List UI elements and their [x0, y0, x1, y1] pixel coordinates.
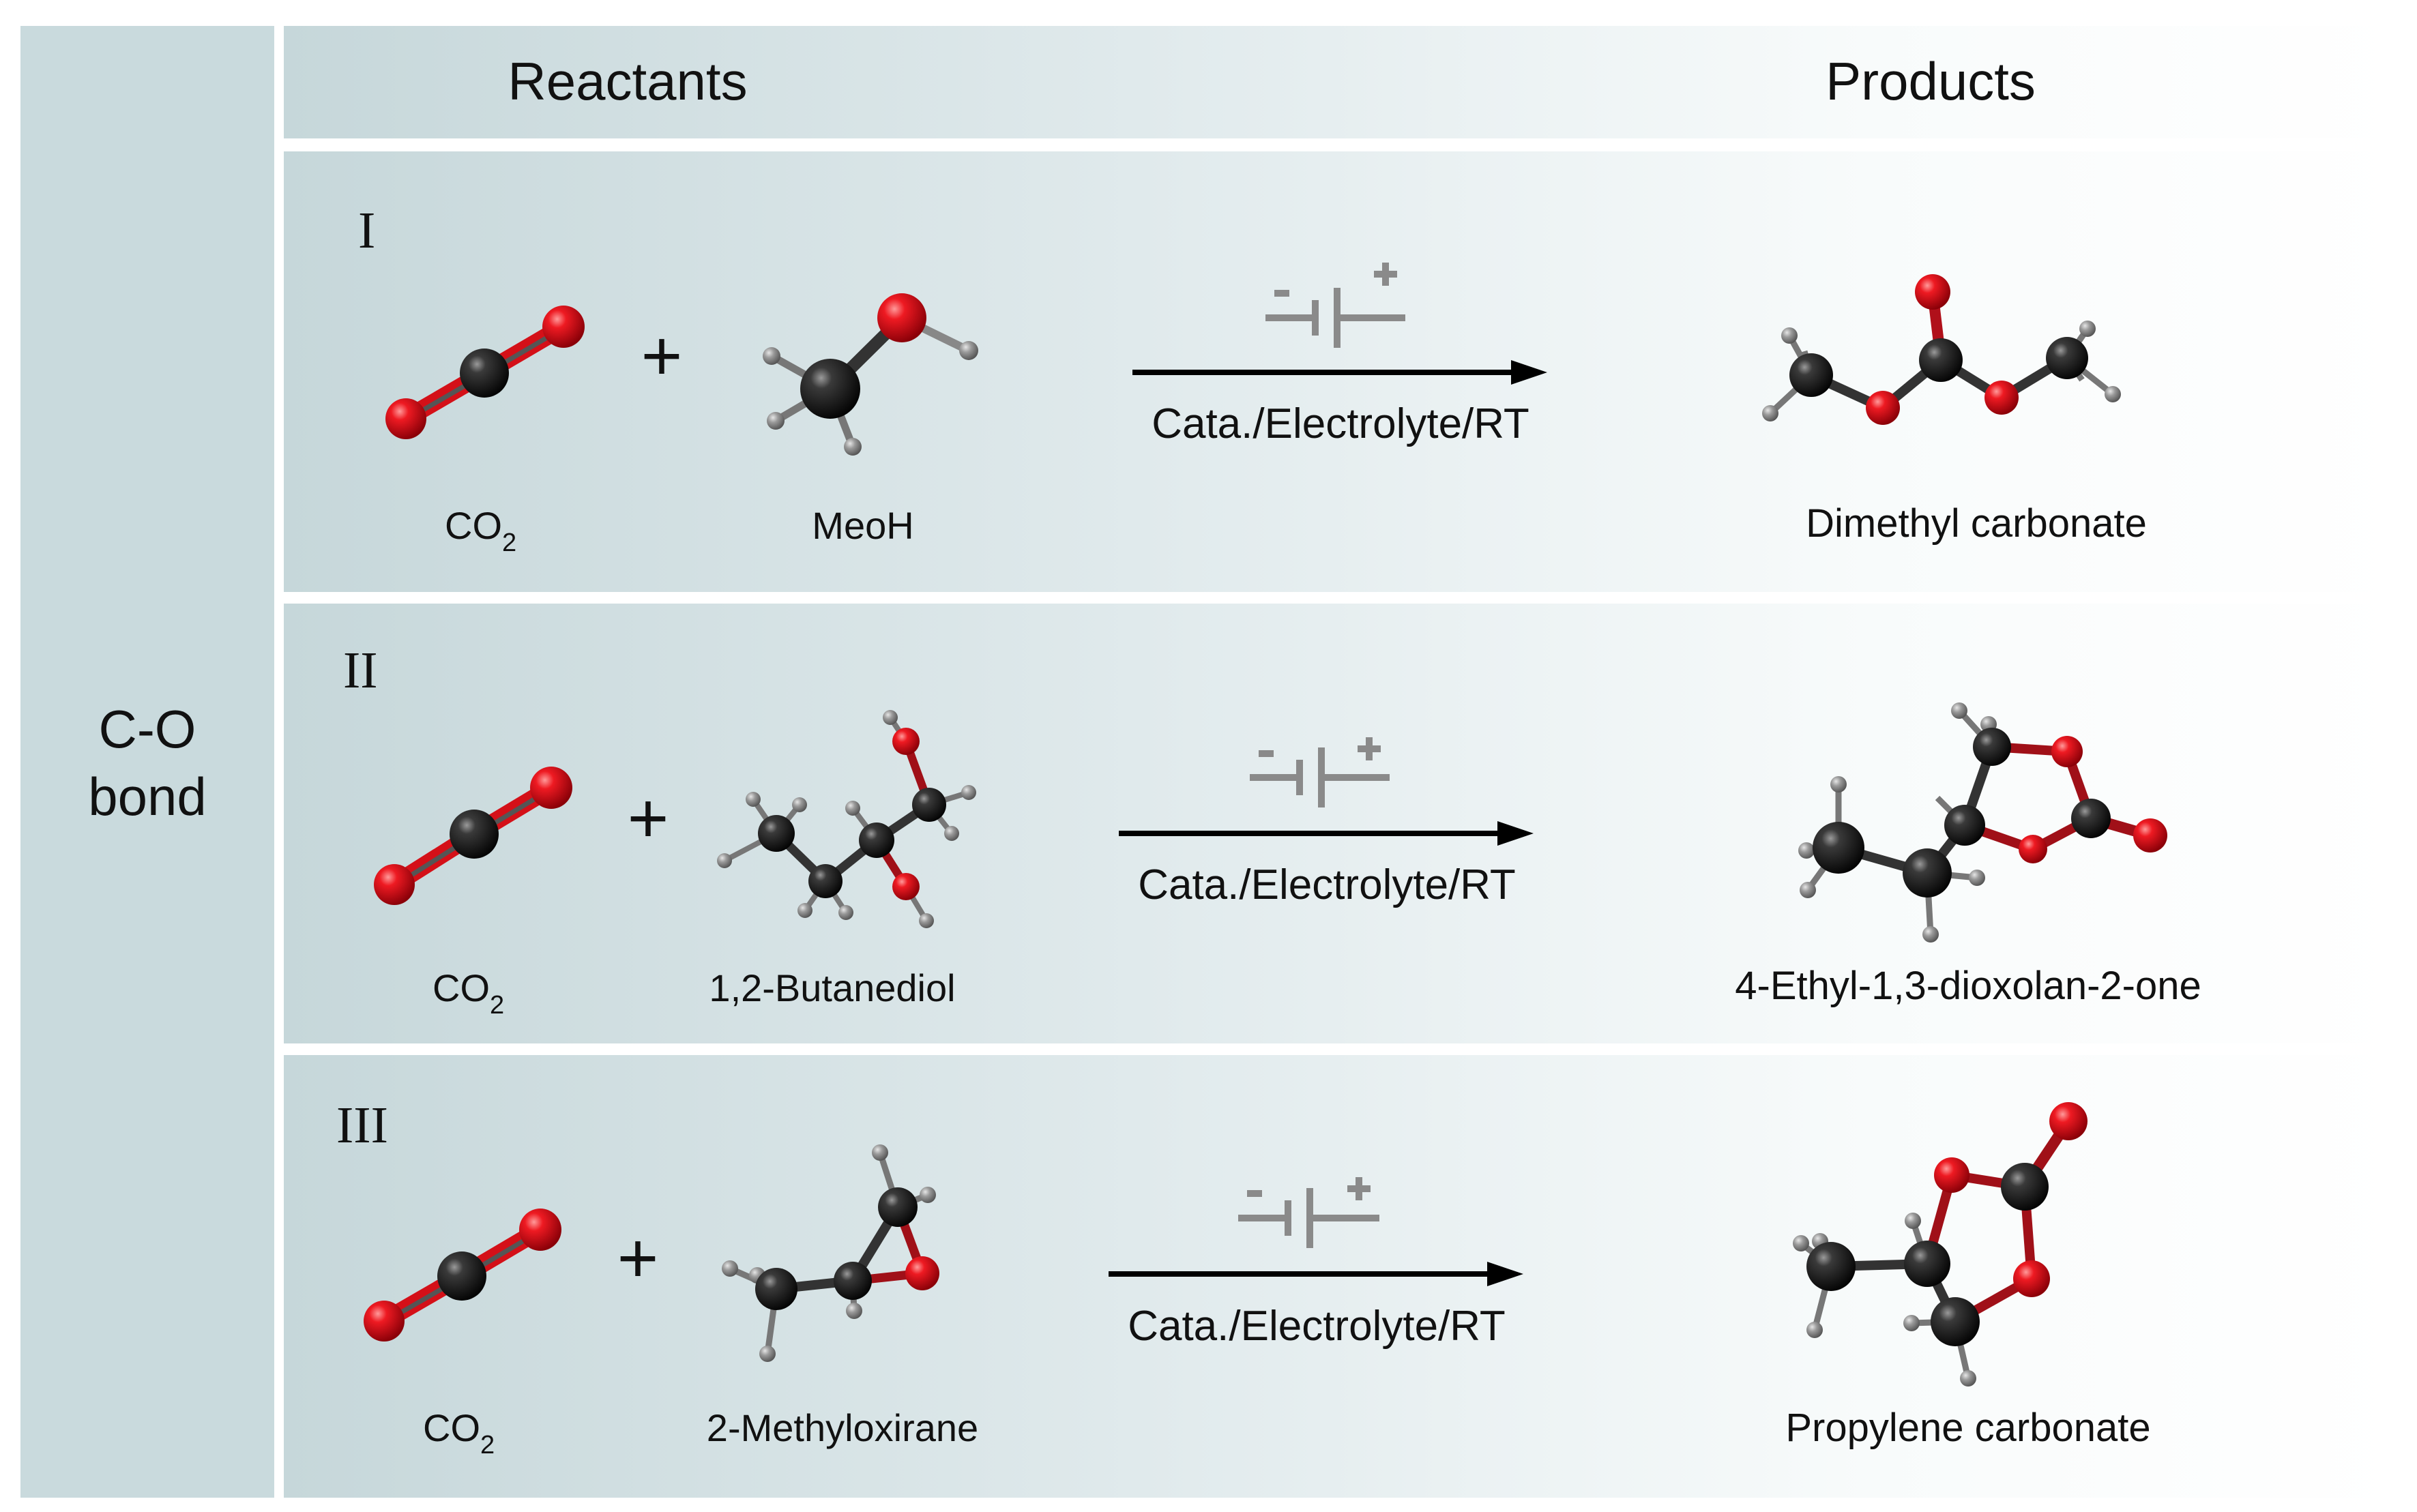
reactant1-label: CO2: [433, 966, 504, 1020]
plus-sign: +: [617, 1219, 659, 1298]
battery-icon: [1250, 737, 1390, 807]
propylene-carbonate-molecule: [1793, 1102, 2088, 1387]
reactant2-label: 1,2-Butanediol: [709, 966, 955, 1009]
header-products: Products: [1826, 51, 2036, 111]
side-panel: [20, 26, 274, 1498]
row-3: III +: [336, 1097, 2151, 1459]
reactant2-label: MeoH: [812, 504, 913, 547]
condition-label: Cata./Electrolyte/RT: [1152, 400, 1529, 447]
side-label-line2: bond: [88, 767, 207, 827]
battery-icon: [1265, 263, 1405, 348]
row-numeral: I: [358, 202, 375, 259]
co2-molecule: [364, 1209, 561, 1341]
reaction-arrow: [1132, 360, 1547, 385]
row-panel-2: [284, 604, 2397, 1043]
row-numeral: II: [343, 642, 378, 699]
dimethyl-carbonate-molecule: [1762, 274, 2121, 425]
reactant2-label: 2-Methyloxirane: [707, 1406, 978, 1449]
product-label: Propylene carbonate: [1785, 1406, 2150, 1450]
reactant1-label: CO2: [423, 1406, 495, 1459]
methanol-molecule: [763, 293, 978, 456]
row-numeral: III: [336, 1097, 388, 1154]
product-label: 4-Ethyl-1,3-dioxolan-2-one: [1735, 964, 2201, 1008]
plus-sign: +: [628, 779, 669, 858]
header-reactants: Reactants: [508, 51, 747, 111]
butanediol-molecule: [717, 710, 976, 928]
row-2: II +: [343, 642, 2201, 1020]
header-panel: [284, 26, 2397, 138]
condition-label: Cata./Electrolyte/RT: [1128, 1303, 1506, 1350]
side-label-line1: C-O: [99, 699, 196, 759]
plus-sign: +: [641, 316, 683, 396]
reaction-arrow: [1109, 1262, 1523, 1286]
battery-icon: [1238, 1177, 1379, 1248]
condition-label: Cata./Electrolyte/RT: [1138, 861, 1516, 908]
product-label: Dimethyl carbonate: [1806, 501, 2147, 546]
reactant1-label: CO2: [445, 504, 516, 557]
reaction-arrow: [1119, 821, 1534, 846]
ethyl-dioxolanone-molecule: [1798, 702, 2167, 943]
methyloxirane-molecule: [722, 1144, 939, 1362]
co2-molecule: [374, 767, 572, 905]
co2-molecule: [385, 306, 585, 439]
row-1: I + CO2 MeoH: [358, 202, 2147, 557]
